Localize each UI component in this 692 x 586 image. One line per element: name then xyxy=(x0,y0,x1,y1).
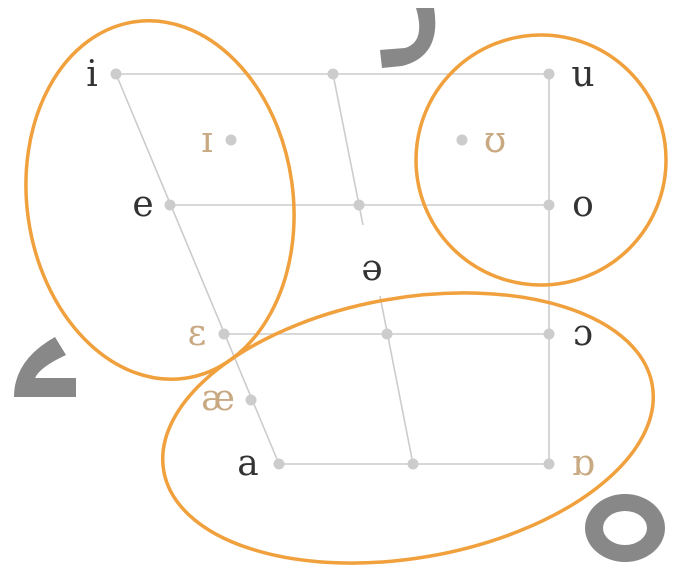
node-i xyxy=(110,68,122,80)
vowel-label-i: i xyxy=(86,54,98,95)
node-open-mid-central xyxy=(381,328,393,340)
front-high-group-ellipse xyxy=(24,19,296,381)
grid-central-line-lower xyxy=(379,295,414,465)
back-high-group-ellipse xyxy=(414,33,668,287)
node-turned-alpha xyxy=(543,458,555,470)
vowel-label-open-o: ɔ xyxy=(573,313,593,354)
vowel-label-e: e xyxy=(132,184,153,225)
vowel-label-schwa: ə xyxy=(361,248,382,289)
node-close-mid-central xyxy=(353,199,365,211)
node-ash xyxy=(245,394,257,406)
node-small-capital-i xyxy=(225,134,237,146)
vowel-label-open-e: ɛ xyxy=(188,313,207,354)
vowel-labels: i u ɪ ʊ e o ə ɛ ɔ æ a ɒ xyxy=(86,54,594,484)
node-open-central xyxy=(407,458,419,470)
vowel-label-upsilon: ʊ xyxy=(484,120,506,161)
node-high-central xyxy=(327,68,339,80)
low-group-ellipse xyxy=(160,291,656,565)
vowel-label-ash: æ xyxy=(201,378,235,419)
vowel-label-a: a xyxy=(237,443,258,484)
hook-top-icon xyxy=(380,8,436,68)
vowel-nodes xyxy=(110,68,555,470)
vowel-label-o: o xyxy=(572,184,594,225)
grid-front-line xyxy=(115,73,280,465)
node-open-e xyxy=(218,328,230,340)
node-open-o xyxy=(543,328,555,340)
group-ellipses xyxy=(24,19,668,565)
node-a xyxy=(273,458,285,470)
vowel-label-small-capital-i: ɪ xyxy=(201,120,213,161)
node-upsilon xyxy=(456,134,468,146)
node-o xyxy=(543,199,555,211)
vowel-label-u: u xyxy=(571,54,594,95)
hook-left-icon xyxy=(14,337,76,397)
node-u xyxy=(543,68,555,80)
ring-icon xyxy=(585,494,665,562)
node-e xyxy=(164,199,176,211)
vowel-label-turned-alpha: ɒ xyxy=(571,443,594,484)
